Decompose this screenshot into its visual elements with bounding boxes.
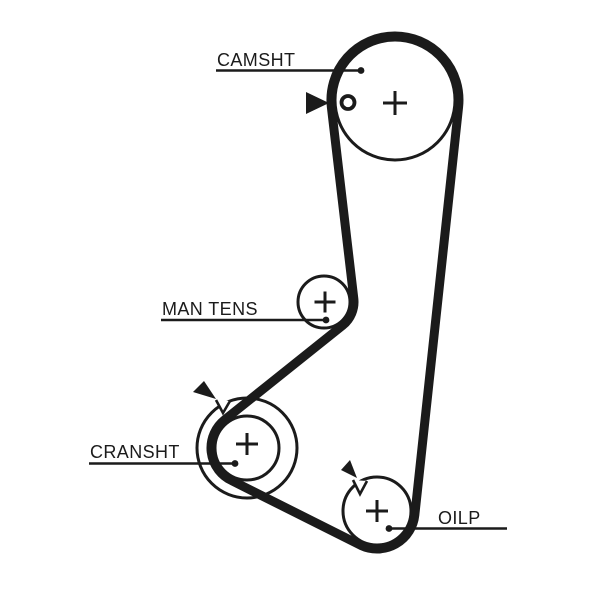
crankshaft-alignment-arrow-icon <box>193 381 216 399</box>
camshaft-label: CAMSHT <box>217 50 295 70</box>
oil-pump-leader-dot <box>385 525 393 532</box>
oil-pump-alignment-arrow-icon <box>341 460 357 478</box>
crankshaft-label: CRANSHT <box>90 442 180 462</box>
crankshaft-center-cross-icon <box>236 433 258 455</box>
tensioner-center-cross-icon <box>314 291 336 313</box>
tensioner-leader-dot <box>322 316 330 324</box>
camshaft-timing-hole-icon <box>339 94 357 111</box>
tensioner-callout: MAN TENS <box>161 299 330 324</box>
camshaft-alignment-arrow-icon <box>306 92 329 114</box>
oil-pump-timing-notch-fill <box>353 480 367 494</box>
oil-pump-label: OILP <box>438 508 481 528</box>
crankshaft-callout: CRANSHT <box>89 442 239 467</box>
tensioner-label: MAN TENS <box>162 299 258 319</box>
camshaft-leader-dot <box>357 67 365 74</box>
crankshaft-timing-notch-fill <box>216 400 230 413</box>
crankshaft-leader-dot <box>231 460 239 467</box>
crankshaft-timing-notch-icon <box>214 399 232 416</box>
oil-pump-callout: OILP <box>385 508 507 532</box>
oil-pump-center-cross-icon <box>366 500 388 522</box>
camshaft-center-cross-icon <box>383 91 407 115</box>
oil-pump-timing-notch-icon <box>351 479 369 497</box>
timing-belt <box>206 31 464 554</box>
